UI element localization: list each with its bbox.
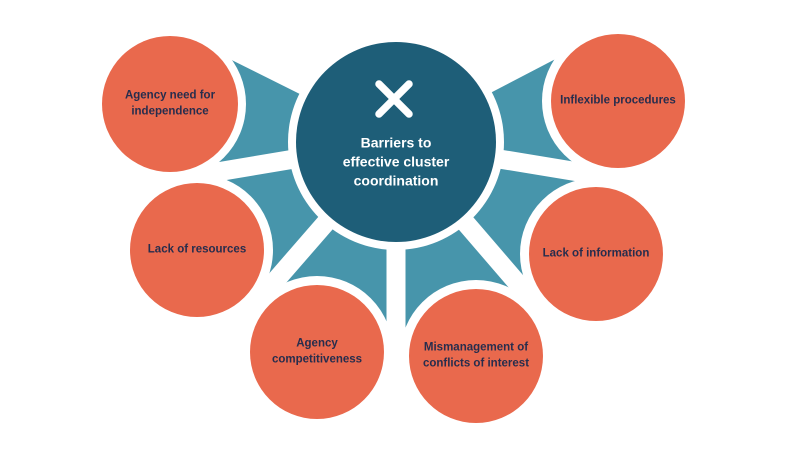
x-stroke-2 [375,80,413,118]
node-circles [102,34,685,423]
node-circle-top-left [102,36,238,172]
x-cross-icon [375,80,413,118]
node-circle-bottom-right [409,289,543,423]
node-circle-middle-left [130,183,264,317]
hub-circle [296,42,496,242]
node-circle-bottom-left [250,285,384,419]
node-circle-top-right [551,34,685,168]
node-circle-middle-right [529,187,663,321]
